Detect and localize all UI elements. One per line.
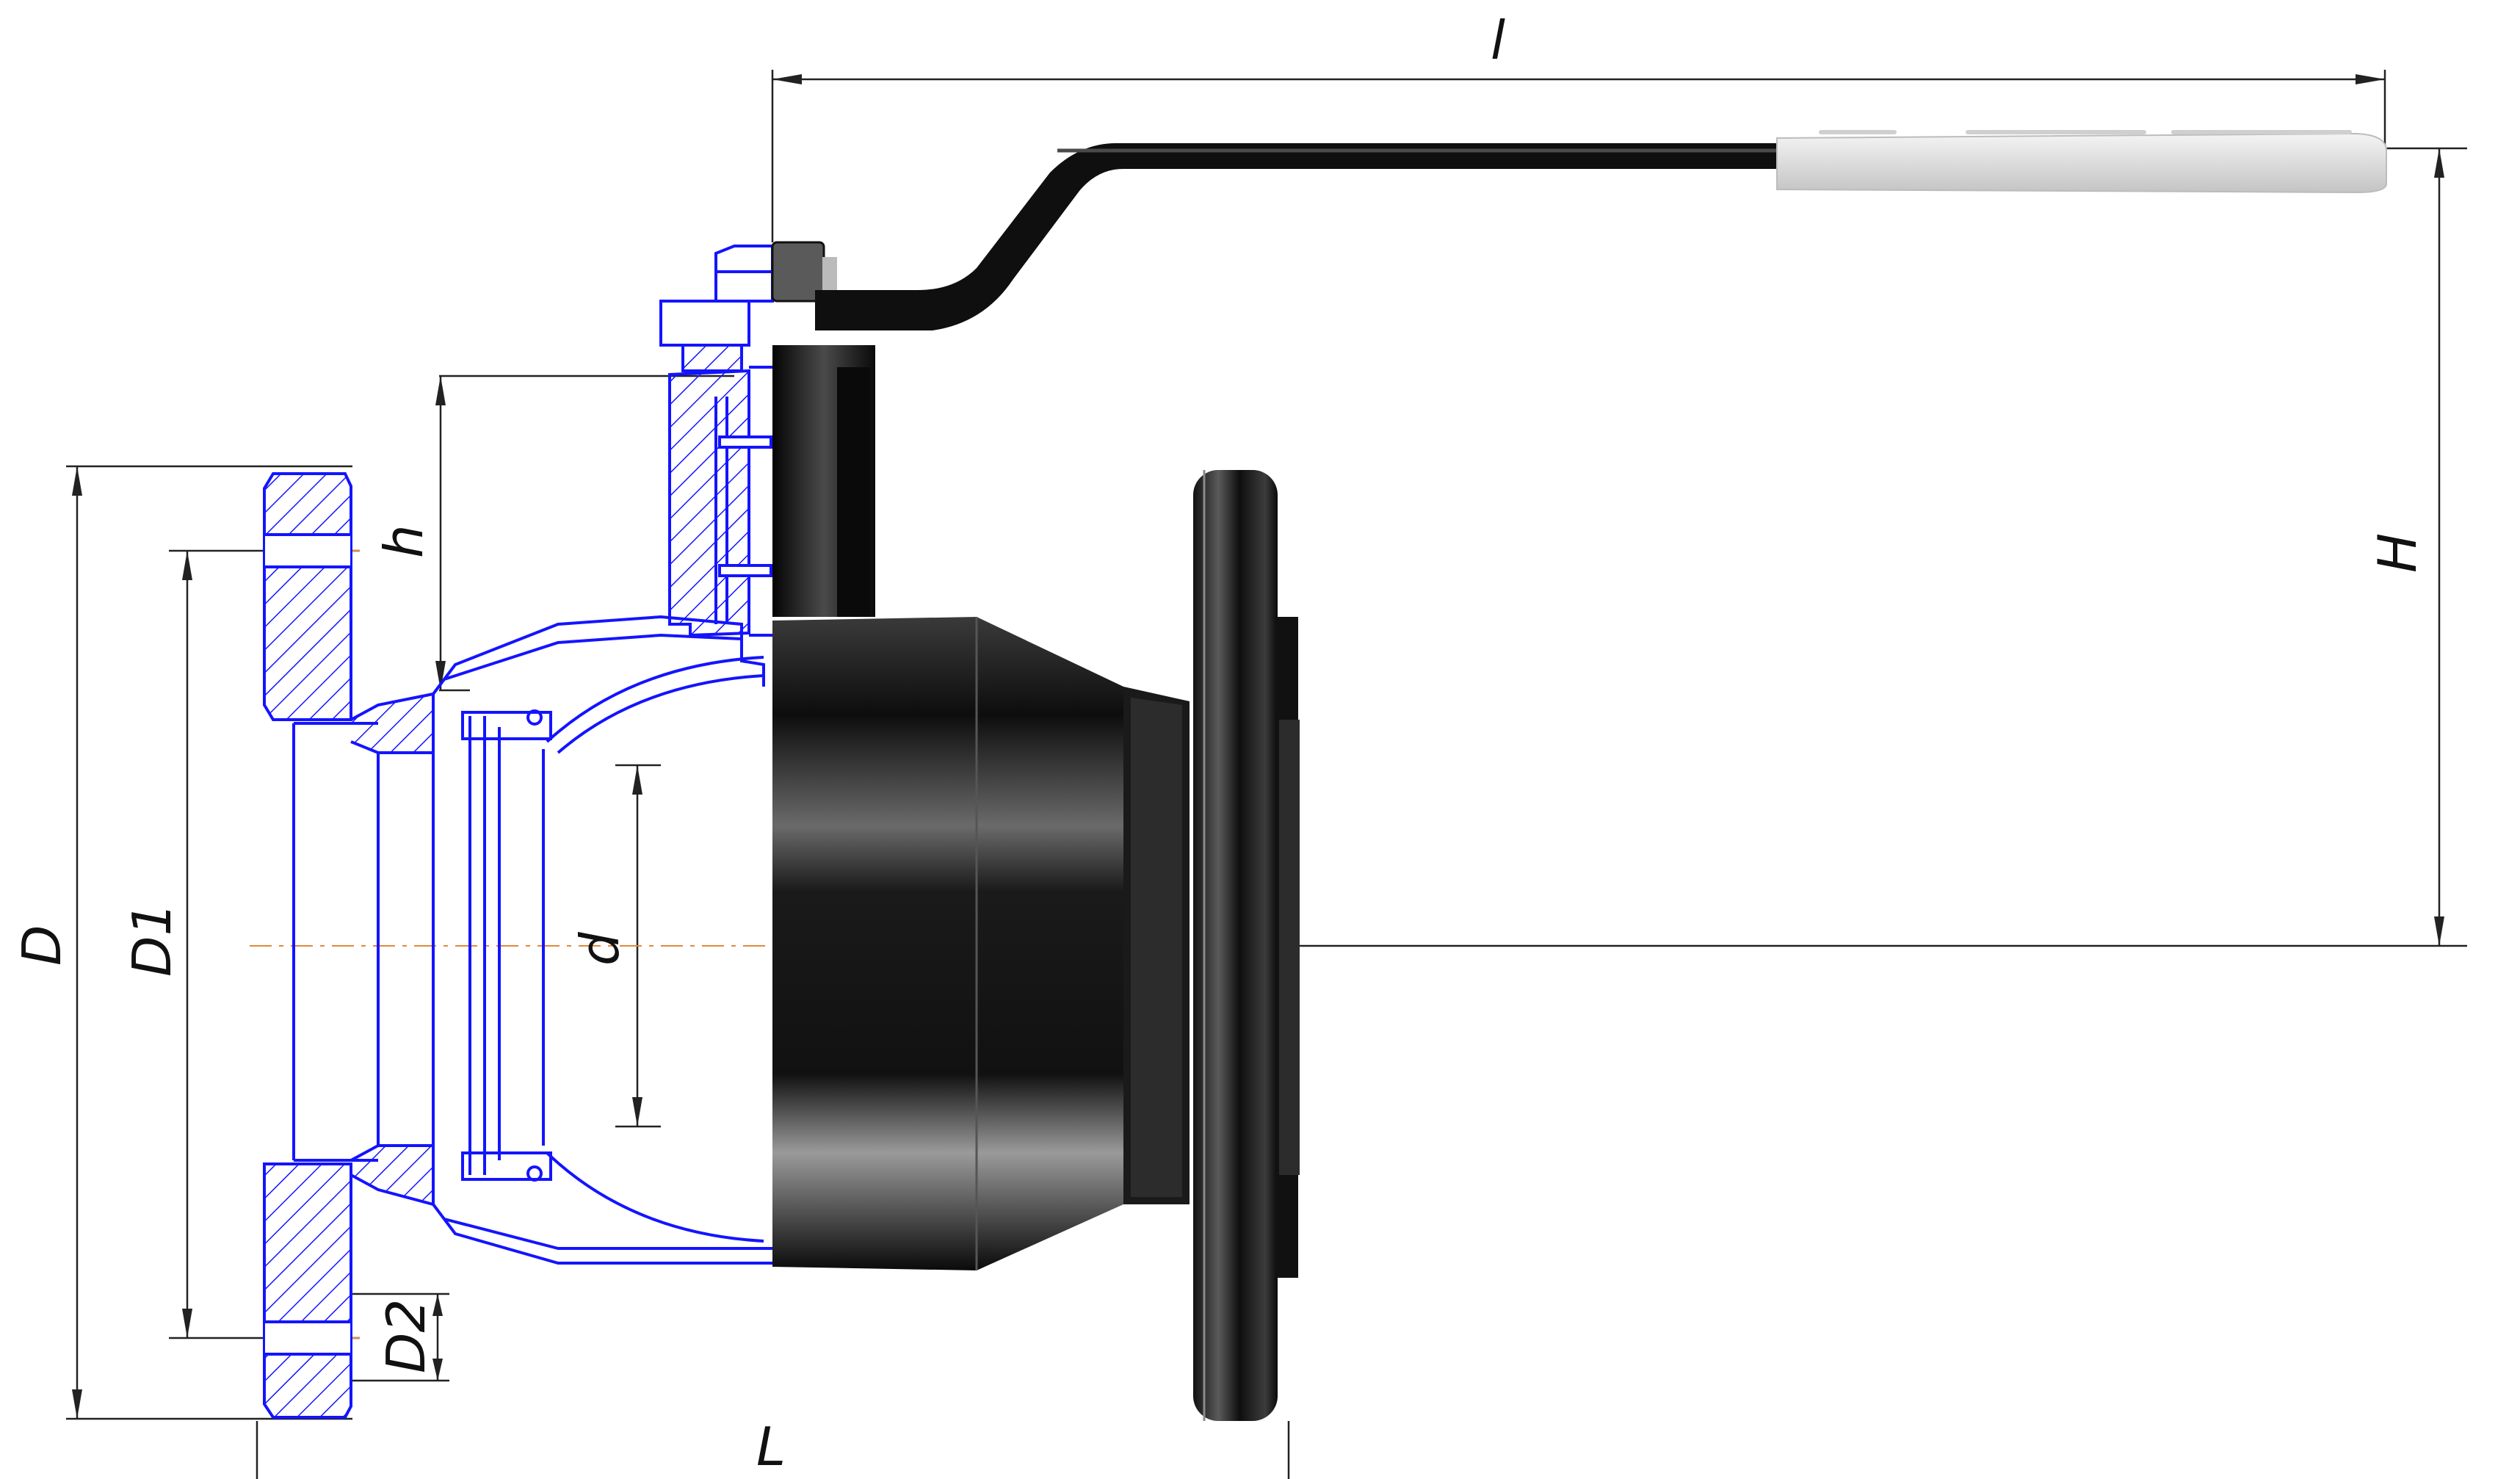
bonnet-section	[668, 369, 750, 637]
section-view	[263, 245, 774, 1419]
label-L: L	[756, 1416, 786, 1478]
label-D2: D2	[375, 1299, 437, 1373]
gland-nut	[659, 300, 750, 347]
label-d: d	[569, 931, 631, 966]
label-D1: D1	[121, 903, 183, 977]
flange-section-upper	[263, 472, 352, 721]
stem-cap	[714, 245, 774, 303]
flange-section-lower	[263, 1162, 352, 1419]
dimension-labels: l H h D D1 d D2 L	[11, 10, 2428, 1478]
label-l: l	[1491, 10, 1505, 71]
label-h: h	[373, 524, 435, 558]
rendered-view	[771, 130, 2387, 1421]
valve-body	[772, 617, 1145, 1270]
right-flange	[1193, 470, 1278, 1421]
handle-lever	[815, 143, 1777, 330]
label-H: H	[2367, 533, 2428, 573]
label-D: D	[11, 925, 73, 966]
handle-grip	[1776, 132, 2387, 194]
